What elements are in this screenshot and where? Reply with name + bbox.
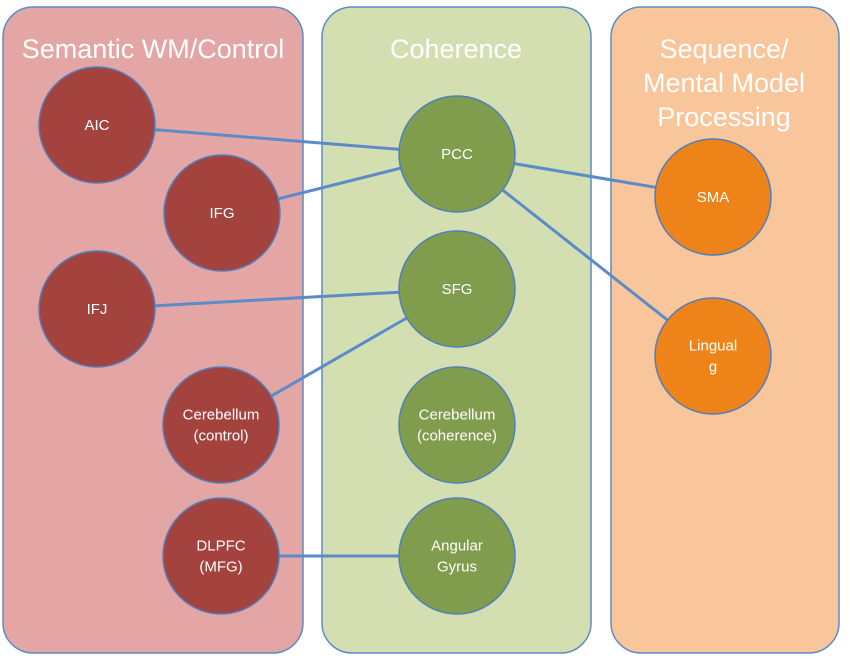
edge-AIC-PCC [96, 123, 458, 156]
panel-title: Sequence/ [659, 34, 789, 64]
panel-title: Coherence [390, 34, 522, 64]
node-DLPFC: DLPFC (MFG) [162, 497, 280, 615]
node-label: Gyrus [437, 559, 477, 576]
node-circle [398, 95, 516, 213]
node-circle [162, 497, 280, 615]
node-label: Cerebellum [183, 407, 260, 424]
node-CerebellumCoherence: Cerebellum (coherence) [398, 366, 516, 484]
node-circle [163, 154, 281, 272]
node-IFJ: IFJ [38, 250, 156, 368]
node-label: (MFG) [199, 559, 242, 576]
node-label: Lingual [689, 338, 737, 355]
edge-IFJ-SFG [96, 287, 458, 311]
panel-title: Mental Model [643, 68, 805, 98]
node-circle [398, 497, 516, 615]
node-label: SMA [697, 189, 730, 206]
node-label: PCC [441, 146, 473, 163]
node-label: DLPFC [196, 538, 245, 555]
node-PCC: PCC [398, 95, 516, 213]
node-circle [398, 230, 516, 348]
panel-title: Semantic WM/Control [22, 34, 285, 64]
node-label: SFG [442, 281, 473, 298]
node-CerebellumControl: Cerebellum (control) [162, 366, 280, 484]
node-label: g [709, 359, 717, 376]
node-label: AIC [84, 117, 109, 134]
node-Lingual: Lingual g [654, 297, 772, 415]
node-IFG: IFG [163, 154, 281, 272]
node-AIC: AIC [38, 66, 156, 184]
node-label: Angular [431, 538, 483, 555]
region-nodes: AIC IFG IFJ Cerebellum (control) DLPFC (MFG) PC… [38, 66, 772, 615]
node-circle [162, 366, 280, 484]
node-label: Cerebellum [419, 407, 496, 424]
node-circle [654, 297, 772, 415]
node-circle [398, 366, 516, 484]
node-circle [654, 138, 772, 256]
panel-title: Processing [657, 102, 791, 132]
node-label: IFJ [87, 301, 108, 318]
node-SMA: SMA [654, 138, 772, 256]
node-label: (coherence) [417, 428, 497, 445]
node-label: IFG [210, 205, 235, 222]
node-SFG: SFG [398, 230, 516, 348]
node-circle [38, 66, 156, 184]
node-label: (control) [193, 428, 248, 445]
node-circle [38, 250, 156, 368]
